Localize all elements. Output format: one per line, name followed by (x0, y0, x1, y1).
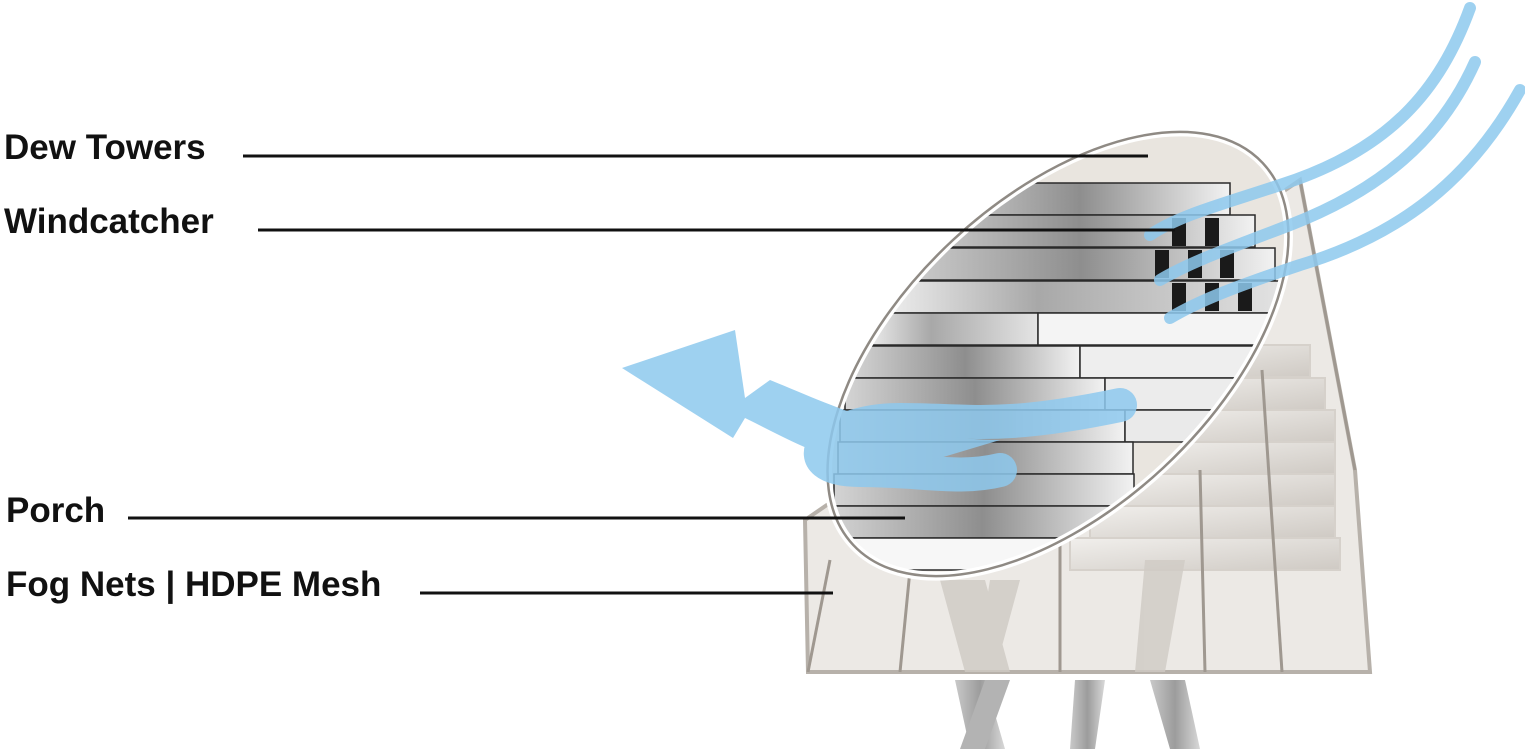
label-windcatcher: Windcatcher (4, 204, 214, 239)
label-dew-towers: Dew Towers (4, 130, 206, 165)
support-legs (955, 680, 1200, 749)
label-fog-nets: Fog Nets | HDPE Mesh (6, 567, 381, 602)
label-porch: Porch (6, 493, 105, 528)
